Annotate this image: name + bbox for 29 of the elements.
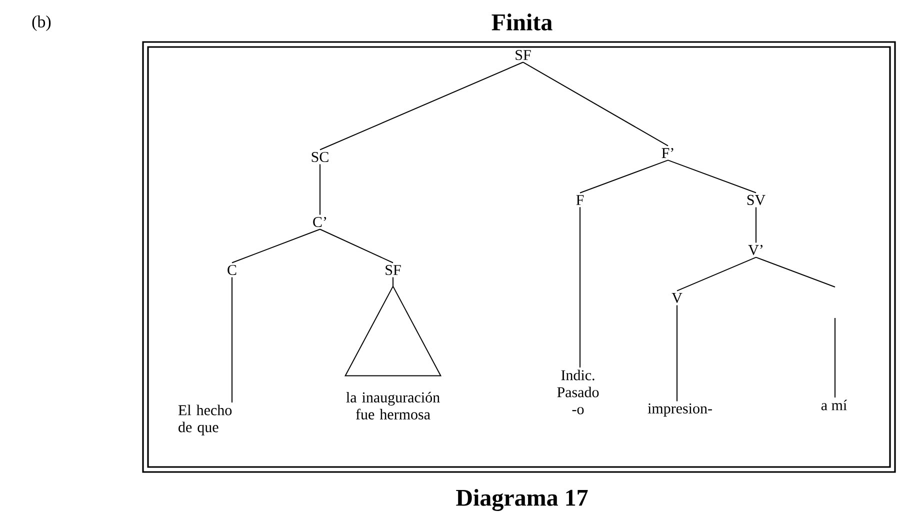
panel-label: (b) bbox=[32, 16, 51, 31]
tree-branch bbox=[756, 256, 836, 288]
node-label: SF bbox=[516, 50, 531, 60]
node-label: V’ bbox=[748, 244, 762, 256]
node-label: F’ bbox=[662, 148, 674, 158]
node-label: SV bbox=[747, 194, 766, 206]
node-label: SF bbox=[386, 264, 401, 276]
tree-branch bbox=[676, 304, 678, 402]
node-label: SC bbox=[312, 152, 328, 162]
node-label: V bbox=[672, 292, 682, 304]
tree-branch bbox=[232, 228, 320, 264]
tree-branch bbox=[320, 62, 524, 150]
node-label: C bbox=[228, 264, 236, 276]
title: Finita bbox=[492, 14, 552, 30]
tree-branch bbox=[320, 228, 394, 264]
tree-branch bbox=[668, 160, 756, 194]
tree-branch bbox=[676, 256, 756, 292]
node-label: Indic. Pasado -o bbox=[557, 370, 599, 414]
tree-branch bbox=[392, 276, 394, 287]
tree-branch bbox=[522, 62, 668, 146]
node-label: C’ bbox=[313, 216, 326, 228]
node-label: F bbox=[576, 195, 584, 205]
node-label: El hecho de que bbox=[178, 404, 232, 436]
tree-branch bbox=[834, 318, 836, 398]
node-label: la inauguración fue hermosa bbox=[346, 392, 440, 420]
node-label: impresion- bbox=[648, 403, 712, 417]
node-label: a mí bbox=[821, 400, 847, 410]
caption: Diagrama 17 bbox=[456, 489, 588, 511]
tree-branch bbox=[580, 160, 668, 194]
